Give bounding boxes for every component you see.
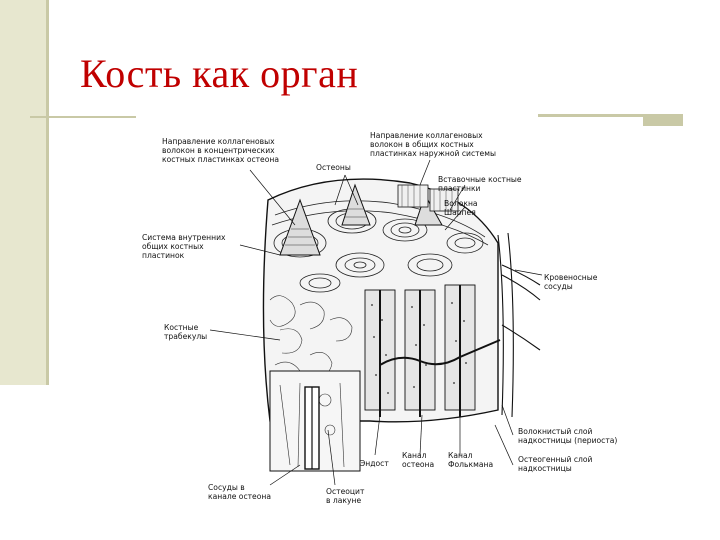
label-collagen-concentric: Направление коллагеновых волокон в конце…: [162, 137, 279, 164]
slide-title: Кость как орган: [80, 51, 359, 96]
title-underline-right: [538, 114, 683, 117]
label-osteocyte-in-lacuna: Остеоцит в лакуне: [326, 487, 365, 505]
label-canal-vessels: Сосуды в канале остеона: [208, 483, 271, 501]
label-bone-trabeculae: Костные трабекулы: [164, 323, 208, 341]
label-sharpey-fibers: Волокна Шарпея: [444, 199, 478, 217]
label-osteons: Остеоны: [316, 163, 351, 172]
side-accent-bar: [0, 0, 48, 385]
label-osteon-canal: Канал остеона: [402, 451, 435, 469]
label-collagen-outer: Направление коллагеновых волокон в общих…: [370, 131, 496, 158]
label-fibrous-periosteum-layer: Волокнистый слой надкостницы (периоста): [518, 427, 618, 445]
label-osteogenic-periosteum-layer: Остеогенный слой надкостницы: [518, 455, 593, 473]
label-inner-circumferential-system: Система внутренних общих костных пластин…: [142, 233, 226, 260]
bone-diagram-drawing: [209, 159, 543, 486]
side-accent-bar-edge: [46, 0, 49, 385]
label-blood-vessels: Кровеносные сосуды: [544, 273, 598, 291]
bone-structure-diagram: Направление коллагеновых волокон в конце…: [130, 125, 650, 525]
label-volkmann-canal: Канал Фолькмана: [448, 451, 494, 469]
title-underline-square: [643, 114, 683, 126]
label-interstitial-lamellae: Вставочные костные пластинки: [438, 175, 522, 193]
label-endosteum: Эндост: [360, 459, 389, 468]
title-underline-left: [30, 116, 136, 118]
